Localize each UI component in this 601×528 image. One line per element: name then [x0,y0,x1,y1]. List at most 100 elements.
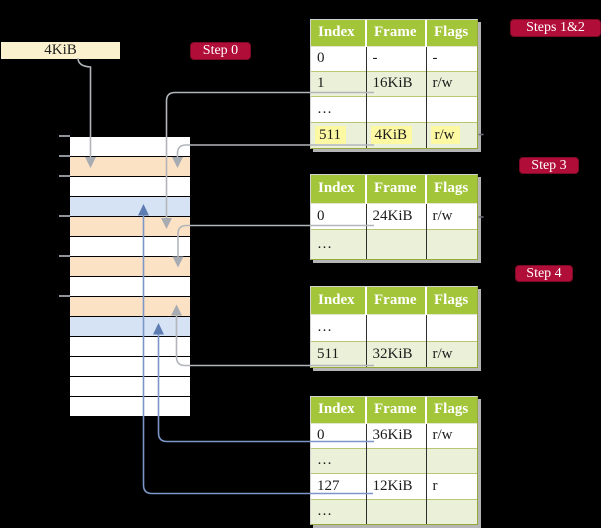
cell-index: 1 [311,70,367,96]
table-row: … [311,314,477,341]
cell-frame: 16KiB [366,70,427,96]
cell-index: 127 [311,472,367,499]
badge-steps-1-2: Steps 1&2 [510,19,601,37]
legend-4kib-box: 4KiB [1,42,120,59]
memory-row-12 [70,377,190,397]
memory-row-1 [70,157,190,177]
column-header-index: Index [311,175,367,204]
table-header-row: Index Frame Flags [311,397,477,424]
cell-frame [366,228,427,259]
table-row-highlighted: 511 4KiB r/w [311,121,477,148]
table-header-row: Index Frame Flags [311,287,477,315]
highlight-mark: r/w [430,125,460,144]
cell-flags: - [426,46,477,71]
memory-row-5 [70,237,190,257]
table-row: 0 36KiB r/w [311,423,477,448]
memory-row-0 [70,137,190,157]
cell-flags: r/w [426,121,477,148]
cell-index: 511 [311,121,367,148]
cell-index: … [311,228,367,259]
memory-tick [59,135,70,137]
badge-step-4: Step 4 [515,265,573,282]
memory-tick [59,255,70,257]
cell-frame: 24KiB [366,203,427,229]
table-header-row: Index Frame Flags [311,20,477,47]
cell-frame: 4KiB [366,121,427,148]
cell-index: 0 [311,423,367,448]
table-row: 127 12KiB r [311,472,477,499]
table-row: … [311,498,477,524]
memory-row-6 [70,257,190,277]
memory-row-2 [70,177,190,197]
badge-step-0: Step 0 [190,42,251,60]
column-header-frame: Frame [366,175,427,204]
cell-flags: r/w [426,70,477,96]
column-header-index: Index [311,287,367,315]
memory-row-3 [70,197,190,217]
cell-index: … [311,314,367,341]
cell-flags [426,498,477,524]
badge-step-0-label: Step 0 [202,43,239,58]
cell-index: 0 [311,203,367,229]
table-row: 0 - - [311,46,477,71]
column-header-frame: Frame [366,397,427,424]
cell-frame: 32KiB [366,340,427,367]
cell-flags: r/w [426,203,477,229]
memory-row-4 [70,217,190,237]
legend-4kib-label: 4KiB [44,42,77,58]
column-header-index: Index [311,397,367,424]
cell-frame [366,498,427,524]
cell-flags: r/w [426,423,477,448]
column-header-flags: Flags [426,175,477,204]
column-header-frame: Frame [366,20,427,47]
cell-flags [426,314,477,341]
cell-frame: 12KiB [366,472,427,499]
cell-index: … [311,447,367,473]
table-row: 0 24KiB r/w [311,203,477,229]
table-row: … [311,95,477,122]
memory-tick [59,215,70,217]
memory-row-13 [70,397,190,417]
cell-frame [366,95,427,122]
page-table-step4-upper: Index Frame Flags … 511 32KiB r/w [310,286,478,368]
memory-tick [59,295,70,297]
table-row: … [311,447,477,473]
column-header-frame: Frame [366,287,427,315]
table-header-row: Index Frame Flags [311,175,477,204]
badge-step-4-label: Step 4 [526,265,562,281]
cell-flags: r/w [426,340,477,367]
memory-row-7 [70,277,190,297]
memory-tick [59,155,70,157]
cell-frame [366,314,427,341]
badge-step-3-label: Step 3 [531,157,567,173]
column-header-flags: Flags [426,20,477,47]
cell-flags [426,95,477,122]
table-row: 511 32KiB r/w [311,340,477,367]
memory-row-11 [70,357,190,377]
memory-column [70,136,190,417]
cell-frame: 36KiB [366,423,427,448]
cell-frame [366,447,427,473]
column-header-index: Index [311,20,367,47]
cell-frame: - [366,46,427,71]
cell-index: 511 [311,340,367,367]
cell-index: 0 [311,46,367,71]
page-table-step3: Index Frame Flags 0 24KiB r/w … [310,174,478,260]
cell-index: … [311,95,367,122]
cell-flags [426,228,477,259]
column-header-flags: Flags [426,287,477,315]
memory-row-9 [70,317,190,337]
memory-row-10 [70,337,190,357]
highlight-mark: 4KiB [370,125,413,144]
table-row: … [311,228,477,259]
column-header-flags: Flags [426,397,477,424]
cell-index: … [311,498,367,524]
highlight-mark: 511 [315,125,346,144]
memory-row-8 [70,297,190,317]
page-table-level1: Index Frame Flags 0 - - 1 16KiB r/w … 51… [310,19,478,149]
cell-flags: r [426,472,477,499]
table-row: 1 16KiB r/w [311,70,477,96]
page-table-step4-lower: Index Frame Flags 0 36KiB r/w … 127 12Ki… [310,396,478,525]
cell-flags [426,447,477,473]
